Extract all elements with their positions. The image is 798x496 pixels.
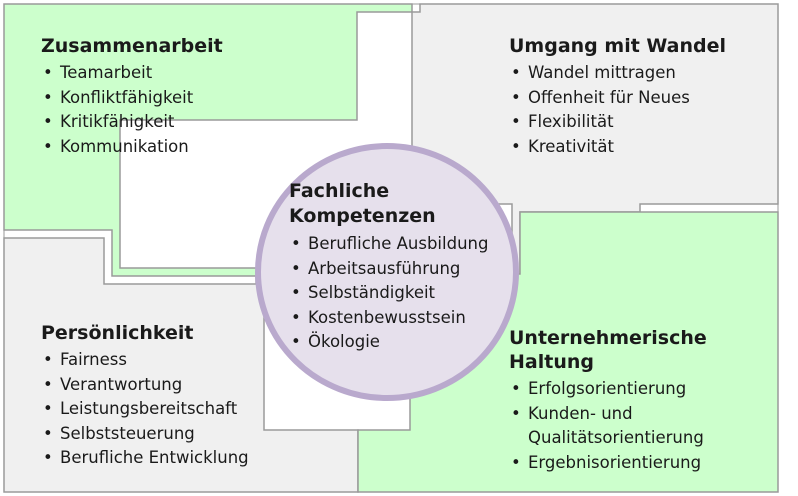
bullet-list: Berufliche Ausbildung Arbeitsausführung … xyxy=(289,232,488,355)
list-item: Verantwortung xyxy=(41,373,249,398)
center-title: Fachliche Kompetenzen xyxy=(289,180,436,227)
list-item: Fairness xyxy=(41,348,249,373)
bullet-list: Fairness Verantwortung Leistungsbereitsc… xyxy=(41,348,249,471)
list-item: Selbständigkeit xyxy=(289,281,488,306)
list-item: Kreativität xyxy=(509,135,726,160)
quadrant-umgang-mit-wandel: Umgang mit Wandel Wandel mittragen Offen… xyxy=(509,34,726,159)
list-item: Berufliche Entwicklung xyxy=(41,446,249,471)
list-item: Ökologie xyxy=(289,330,488,355)
quadrant-title: Umgang mit Wandel xyxy=(509,35,727,57)
list-item: Arbeitsausführung xyxy=(289,257,488,282)
list-item: Kunden- und xyxy=(509,402,707,427)
bullet-list: Wandel mittragen Offenheit für Neues Fle… xyxy=(509,61,726,159)
list-item: Selbststeuerung xyxy=(41,422,249,447)
list-item: Berufliche Ausbildung xyxy=(289,232,488,257)
center-fachliche-kompetenzen: Fachliche Kompetenzen Berufliche Ausbild… xyxy=(289,179,488,355)
bullet-list: Teamarbeit Konfliktfähigkeit Kritikfähig… xyxy=(41,61,223,159)
quadrant-unternehmerische-haltung: Unternehmerische Haltung Erfolgsorientie… xyxy=(509,326,707,475)
list-item: Konfliktfähigkeit xyxy=(41,86,223,111)
list-item: Ergebnisorientierung xyxy=(509,451,707,476)
list-item: Kritikfähigkeit xyxy=(41,110,223,135)
list-item-continuation: Qualitätsorientierung xyxy=(528,428,704,447)
bullet-list: Erfolgsorientierung Kunden- und Qualität… xyxy=(509,377,707,475)
quadrant-title: Unternehmerische Haltung xyxy=(509,327,707,373)
quadrant-title: Zusammenarbeit xyxy=(41,35,223,57)
quadrant-persoenlichkeit: Persönlichkeit Fairness Verantwortung Le… xyxy=(41,321,249,471)
list-item: Kommunikation xyxy=(41,135,223,160)
list-item: Kostenbewusstsein xyxy=(289,306,488,331)
list-item: Wandel mittragen xyxy=(509,61,726,86)
list-item: Erfolgsorientierung xyxy=(509,377,707,402)
quadrant-zusammenarbeit: Zusammenarbeit Teamarbeit Konfliktfähigk… xyxy=(41,34,223,159)
quadrant-title: Persönlichkeit xyxy=(41,322,194,344)
list-item: Offenheit für Neues xyxy=(509,86,726,111)
list-item: Teamarbeit xyxy=(41,61,223,86)
list-item: Flexibilität xyxy=(509,110,726,135)
list-item: Leistungsbereitschaft xyxy=(41,397,249,422)
